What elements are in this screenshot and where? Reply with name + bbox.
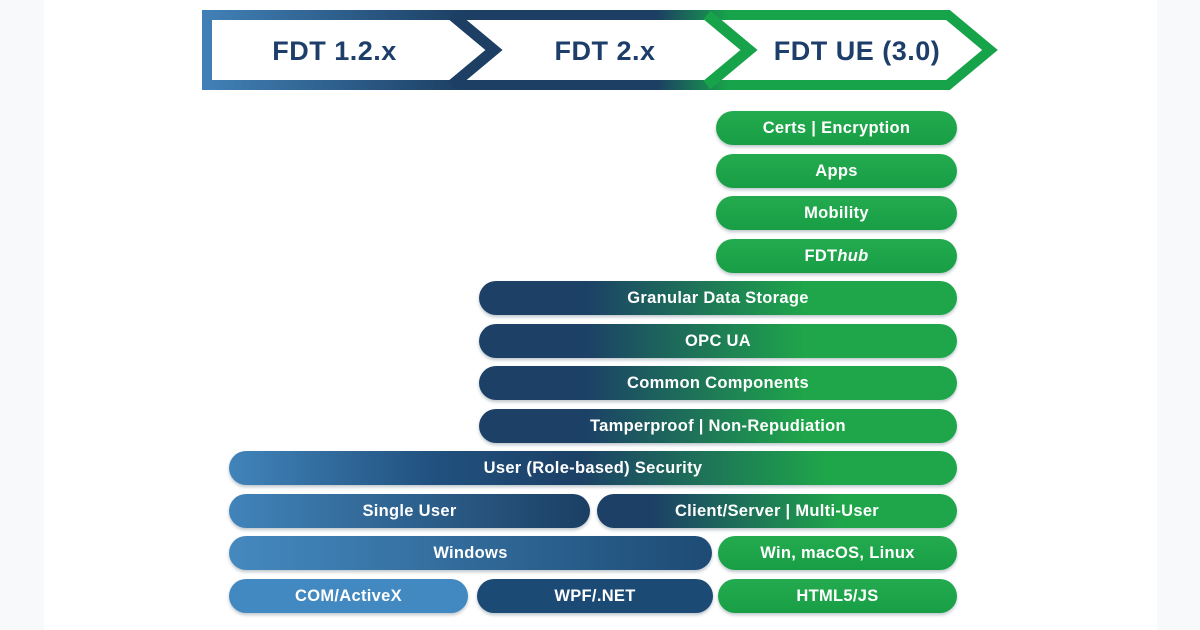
banner-segment-fdt-ue-30: FDT UE (3.0) (773, 35, 941, 66)
banner-segment-fdt-12x: FDT 1.2.x (272, 35, 397, 66)
version-arrow-banner (202, 10, 998, 90)
bar-com-activex: COM/ActiveX (229, 579, 468, 613)
bar-html5-js: HTML5/JS (718, 579, 957, 613)
fdthub-label-hub: hub (837, 246, 869, 265)
bar-apps: Apps (716, 154, 957, 188)
banner-divider-chevron-1 (448, 10, 503, 90)
banner-outline-arrow (202, 10, 998, 90)
bar-windows: Windows (229, 536, 712, 570)
bar-granular-data-storage: Granular Data Storage (479, 281, 957, 315)
bar-common-components: Common Components (479, 366, 957, 400)
bar-mobility: Mobility (716, 196, 957, 230)
bar-win-macos-linux: Win, macOS, Linux (718, 536, 957, 570)
bar-tamperproof-non-repudiation: Tamperproof | Non-Repudiation (479, 409, 957, 443)
banner-divider-chevron-2 (703, 10, 758, 90)
bar-wpf-net: WPF/.NET (477, 579, 713, 613)
bar-client-server-multi-user: Client/Server | Multi-User (597, 494, 957, 528)
bar-opc-ua: OPC UA (479, 324, 957, 358)
bar-single-user: Single User (229, 494, 590, 528)
bar-certs-encryption: Certs | Encryption (716, 111, 957, 145)
fdthub-label-main: FDT (804, 246, 838, 265)
banner-segment-fdt-2x: FDT 2.x (554, 35, 656, 66)
right-background-strip (1157, 0, 1200, 630)
left-background-strip (0, 0, 44, 630)
bar-user-role-based-security: User (Role-based) Security (229, 451, 957, 485)
